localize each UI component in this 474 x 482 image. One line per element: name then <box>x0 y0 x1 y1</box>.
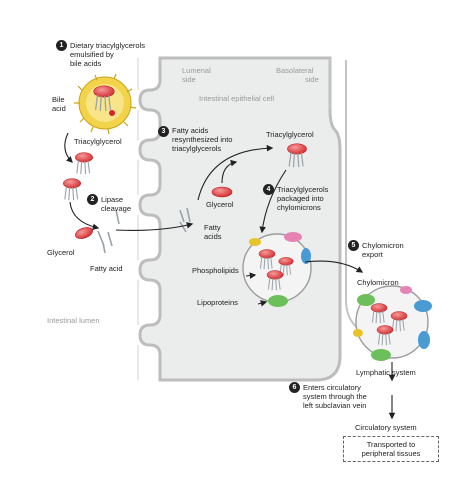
chylomicron-exported <box>353 285 432 361</box>
step-6-badge: 6 <box>289 382 300 393</box>
step-4-line-1: Triacylglycerols <box>277 185 329 194</box>
step-2-line-1: Lipase <box>101 195 124 204</box>
step-3-line-2: resynthesized into <box>172 135 233 144</box>
step-3-line-1: Fatty acids <box>172 126 209 135</box>
lumenal-side-label-1: Lumenal <box>182 66 211 75</box>
triacylglycerol-label-right: Triacylglycerol <box>266 130 314 139</box>
step-3-line-3: triacylglycerols <box>172 144 222 153</box>
step-2-badge: 2 <box>87 194 98 205</box>
glycerol-molecule-mid <box>211 186 233 198</box>
glycerol-molecule-left <box>75 227 93 239</box>
triacylglycerol-lumen-1 <box>74 151 94 175</box>
epithelial-cell-label: Intestinal epithelial cell <box>199 94 275 103</box>
lipoproteins-label: Lipoproteins <box>197 298 238 307</box>
triacylglycerol-lumen-2 <box>62 177 82 201</box>
transported-box: Transported to peripheral tissues <box>343 436 439 462</box>
glycerol-label-left: Glycerol <box>47 248 75 257</box>
basolateral-side-label-2: side <box>305 75 319 84</box>
bile-micelle <box>74 73 137 135</box>
step-1-line-3: bile acids <box>70 59 102 68</box>
step-4-line-2: packaged into <box>277 194 324 203</box>
step-6-line-3: left subclavian vein <box>303 401 367 410</box>
step-2-line-2: cleavage <box>101 204 132 213</box>
fatty-acids-label-1: Fatty <box>204 223 221 232</box>
fatty-acids-label-2: acids <box>204 232 222 241</box>
intestinal-lumen-label: Intestinal lumen <box>47 316 100 325</box>
step-1-line-1: Dietary triacylglycerols <box>70 41 146 50</box>
transported-line-1: Transported to <box>366 440 416 449</box>
glycerol-label-mid: Glycerol <box>206 200 234 209</box>
bile-acid-label-1: Bile <box>52 95 65 104</box>
step-1-line-2: emulsified by <box>70 50 114 59</box>
lumenal-side-label-2: side <box>182 75 196 84</box>
basolateral-side-label-1: Basolateral <box>276 66 314 75</box>
step-5-badge: 5 <box>348 240 359 251</box>
triacylglycerol-label-left: Triacylglycerol <box>74 137 122 146</box>
step-4-badge: 4 <box>263 184 274 195</box>
flow-arrows <box>64 132 396 420</box>
step-5-line-1: Chylomicron <box>362 241 404 250</box>
transported-line-2: peripheral tissues <box>361 449 421 458</box>
step-1-badge: 1 <box>56 40 67 51</box>
fatty-acid-molecules-lumen <box>97 209 120 254</box>
step-4-line-3: chylomicrons <box>277 203 321 212</box>
step-3-badge: 3 <box>158 126 169 137</box>
fatty-acid-molecules-cell <box>179 207 191 233</box>
step-6-line-1: Enters circulatory <box>303 383 361 392</box>
lymphatic-system-label: Lymphatic system <box>356 368 416 377</box>
phospholipids-label: Phospholipids <box>192 266 239 275</box>
chylomicron-in-cell <box>242 232 312 307</box>
circulatory-system-label: Circulatory system <box>355 423 417 432</box>
step-5-line-2: export <box>362 250 383 259</box>
chylomicron-label: Chylomicron <box>357 278 399 287</box>
bile-acid-label-2: acid <box>52 104 66 113</box>
fatty-acid-label: Fatty acid <box>90 264 123 273</box>
step-6-line-2: system through the <box>303 392 367 401</box>
cell-body <box>138 56 342 382</box>
